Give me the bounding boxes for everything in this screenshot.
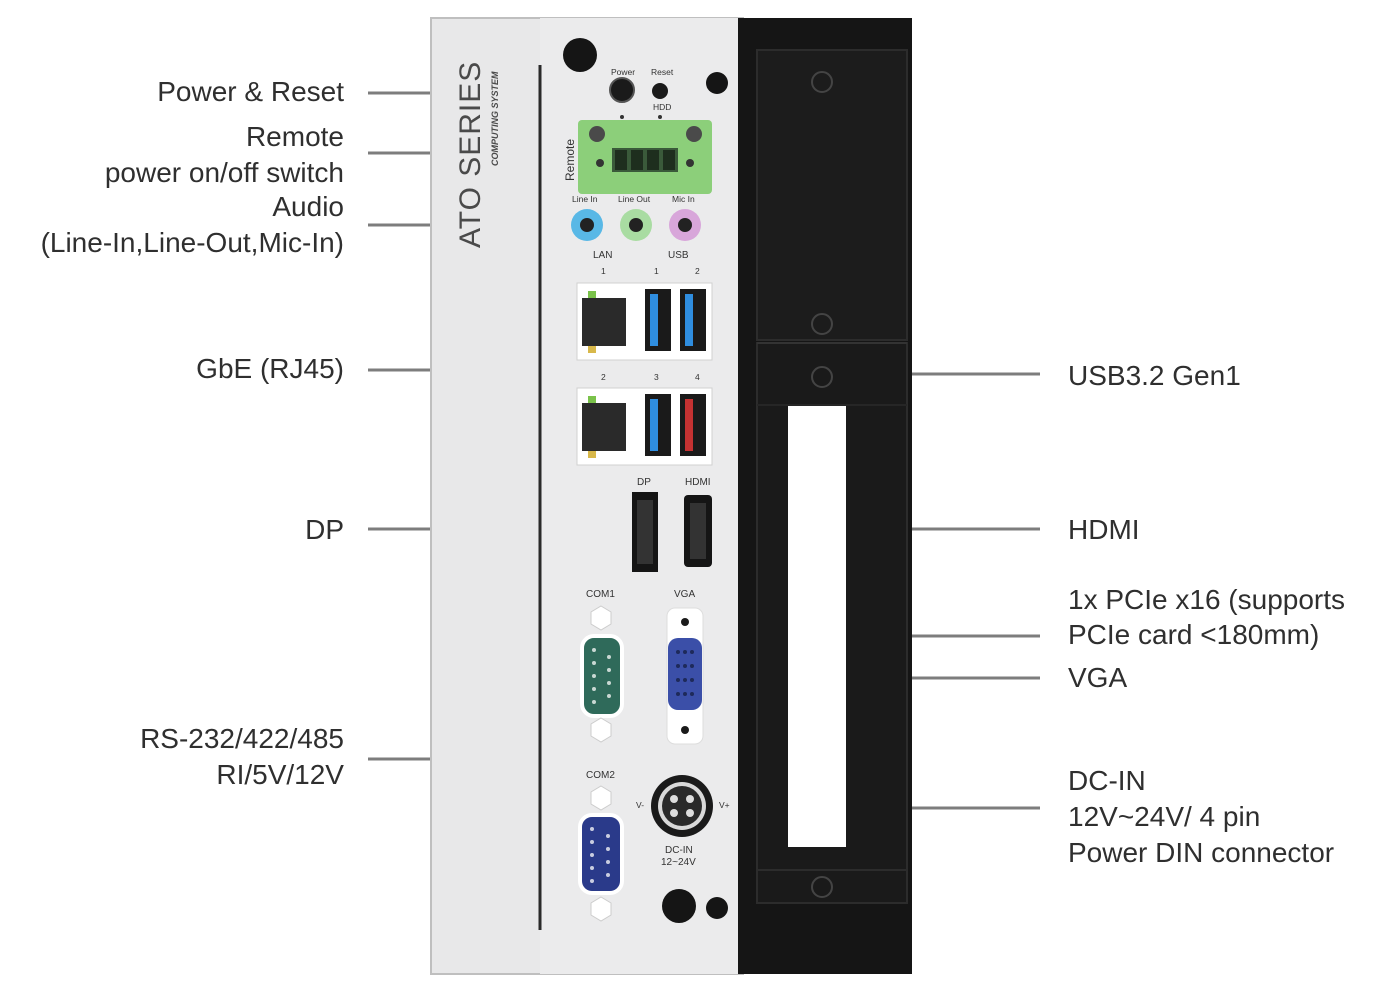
audio-jack-icon <box>669 209 701 241</box>
remote-panel-label: Remote <box>563 138 577 181</box>
lan-1-label: 1 <box>601 266 606 276</box>
brand-subtitle: COMPUTING SYSTEM <box>490 71 500 166</box>
lan-label: LAN <box>593 250 613 261</box>
callout-vga: VGA <box>1068 662 1128 693</box>
power-label: Power <box>611 67 636 77</box>
hdmi-panel-label: HDMI <box>685 477 711 488</box>
line-out-label: Line Out <box>618 194 651 204</box>
audio-jack-icon <box>620 209 652 241</box>
pcie-bracket-top <box>756 49 908 341</box>
dc-in-connector-icon <box>651 775 713 837</box>
mount-hole-icon <box>706 897 728 919</box>
callout-serial-line1: RS-232/422/485 <box>140 723 344 754</box>
callout-serial-line2: RI/5V/12V <box>216 759 344 790</box>
com2-panel-label: COM2 <box>586 770 615 781</box>
usb-3-label: 3 <box>654 372 659 382</box>
callout-remote-line2: power on/off switch <box>104 157 344 188</box>
usb-1-label: 1 <box>654 266 659 276</box>
callout-pcie-line1: 1x PCIe x16 (supports <box>1068 584 1346 615</box>
com2-port-icon <box>578 813 624 895</box>
rj45-port-icon <box>582 403 626 451</box>
mount-hole-icon <box>662 889 696 923</box>
brand-logo: ATO SERIES <box>454 61 488 248</box>
mount-hole-icon <box>563 38 597 72</box>
com1-port-icon <box>580 634 624 718</box>
callout-dcin-line1: DC-IN <box>1068 765 1146 796</box>
lan-2-label: 2 <box>601 372 606 382</box>
hdd-label: HDD <box>653 102 672 112</box>
callout-usb: USB3.2 Gen1 <box>1068 360 1241 391</box>
power-button-icon <box>609 77 635 103</box>
callout-dcin-line2: 12V~24V/ 4 pin <box>1068 801 1261 832</box>
callout-audio-line2: (Line-In,Line-Out,Mic-In) <box>40 227 344 258</box>
callout-remote-line1: Remote <box>245 121 344 152</box>
callout-hdmi: HDMI <box>1068 514 1140 545</box>
dcin-panel-label: DC-IN <box>665 845 693 856</box>
standoff-icon <box>590 605 612 631</box>
usb-label: USB <box>668 250 689 261</box>
usb-4-label: 4 <box>695 372 700 382</box>
vga-port-icon <box>668 638 702 710</box>
callout-power-reset: Power & Reset <box>157 76 344 107</box>
usb-2-label: 2 <box>695 266 700 276</box>
callout-audio-line1: Audio <box>272 191 344 222</box>
reset-button-icon <box>652 83 668 99</box>
mount-hole-icon <box>706 72 728 94</box>
callout-pcie-line2: PCIe card <180mm) <box>1068 619 1320 650</box>
vga-panel-label: VGA <box>674 589 696 600</box>
v-plus-label: V+ <box>719 800 730 810</box>
rj45-port-icon <box>582 298 626 346</box>
standoff-icon <box>590 785 612 811</box>
callout-gbe: GbE (RJ45) <box>196 353 344 384</box>
mic-in-label: Mic In <box>672 194 695 204</box>
dcin-range-label: 12~24V <box>661 857 696 868</box>
v-minus-label: V- <box>636 800 645 810</box>
pcie-slot-opening <box>788 405 846 847</box>
line-in-label: Line In <box>572 194 598 204</box>
callout-dcin-line3: Power DIN connector <box>1068 837 1335 868</box>
callout-dp: DP <box>305 514 344 545</box>
standoff-icon <box>590 896 612 922</box>
reset-label: Reset <box>651 67 674 77</box>
brand-title: ATO SERIES <box>454 60 487 248</box>
bracket-screw-icon <box>811 71 833 898</box>
com1-panel-label: COM1 <box>586 589 615 600</box>
audio-jack-icon <box>571 209 603 241</box>
dp-panel-label: DP <box>637 477 651 488</box>
standoff-icon <box>590 717 612 743</box>
